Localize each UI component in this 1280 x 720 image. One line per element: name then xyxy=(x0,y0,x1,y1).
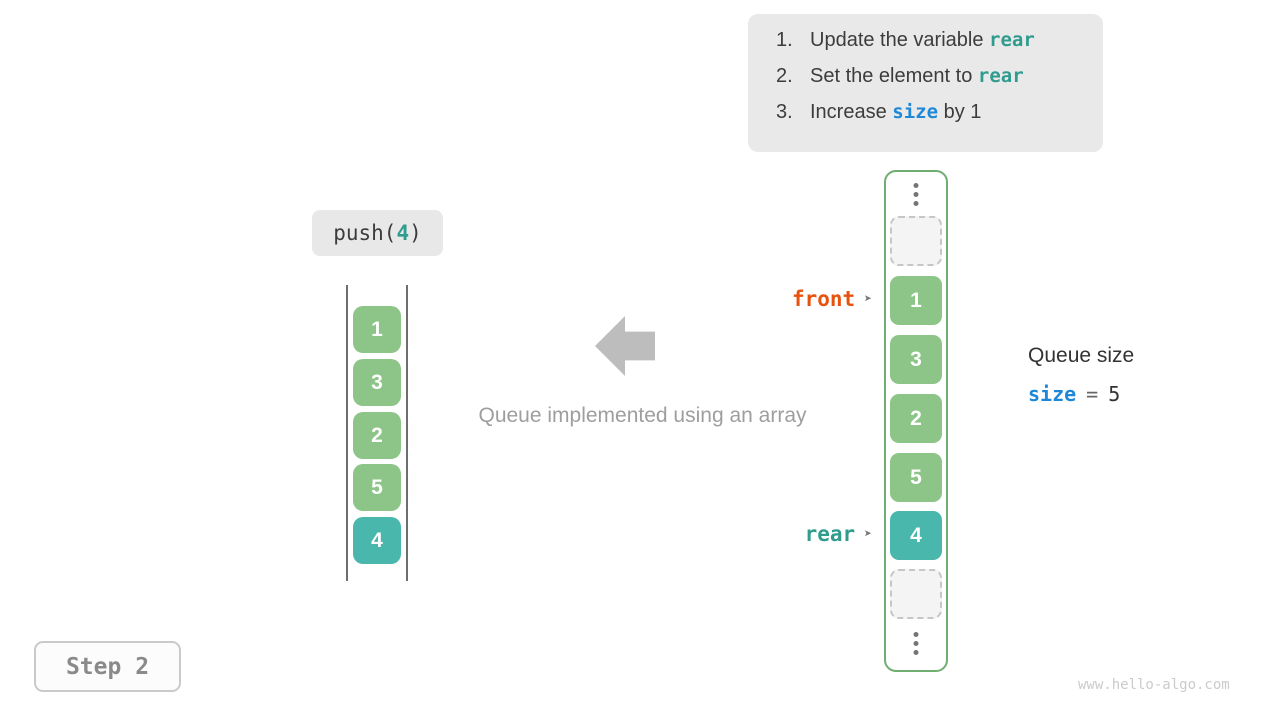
instruction-text: Increase xyxy=(810,101,893,123)
front-pointer-label: front xyxy=(791,287,856,311)
list-number: 3. xyxy=(776,101,793,123)
queue-rail-right xyxy=(406,285,408,581)
pointer-arrow-icon: ➤ xyxy=(864,526,872,542)
size-variable: size xyxy=(1028,382,1077,406)
array-cell: 5 xyxy=(890,453,942,502)
list-number: 1. xyxy=(776,29,793,51)
instruction-text: Set the element to xyxy=(810,65,978,87)
queue-size-title: Queue size xyxy=(1028,344,1135,367)
queue-cell: 5 xyxy=(353,464,401,511)
operation-prefix: push( xyxy=(333,221,397,245)
array-cell-empty xyxy=(890,216,942,266)
equals-sign: = xyxy=(1086,382,1099,406)
instruction-text: by 1 xyxy=(938,101,982,123)
queue-size-block: Queue size size = 5 xyxy=(1028,344,1134,406)
pointer-arrow-icon: ➤ xyxy=(864,291,872,307)
instruction-line: 2. Set the element to rear xyxy=(776,65,1103,101)
step-badge: Step 2 xyxy=(34,641,181,692)
instruction-line: 1. Update the variable rear xyxy=(776,29,1103,65)
queue-cell: 1 xyxy=(353,306,401,353)
rear-pointer: rear ➤ xyxy=(758,522,872,546)
watermark: www.hello-algo.com xyxy=(1078,677,1230,693)
left-arrow-icon xyxy=(595,316,655,376)
queue-cell: 3 xyxy=(353,359,401,406)
instruction-line: 3. Increase size by 1 xyxy=(776,101,1103,137)
size-value: 5 xyxy=(1108,382,1121,406)
array-cell-new: 4 xyxy=(890,511,942,560)
operation-suffix: ) xyxy=(409,221,422,245)
list-number: 2. xyxy=(776,65,793,87)
array-cell-empty xyxy=(890,569,942,619)
code-token-size: size xyxy=(892,101,939,123)
ellipsis-icon xyxy=(913,183,919,206)
queue-rail-left xyxy=(346,285,348,581)
ellipsis-icon xyxy=(913,632,919,655)
front-pointer: front ➤ xyxy=(758,287,872,311)
array-column: 1 3 2 5 4 xyxy=(884,170,948,672)
rear-pointer-label: rear xyxy=(804,522,856,546)
instruction-box: 1. Update the variable rear 2. Set the e… xyxy=(748,14,1103,152)
queue-size-value-line: size = 5 xyxy=(1028,382,1134,406)
queue-cell-new: 4 xyxy=(353,517,401,564)
diagram-caption: Queue implemented using an array xyxy=(478,404,807,427)
code-token-rear: rear xyxy=(977,65,1024,87)
operation-label: push( 4 ) xyxy=(312,210,443,256)
queue-cell: 2 xyxy=(353,412,401,459)
code-token-rear: rear xyxy=(989,29,1035,51)
operation-argument: 4 xyxy=(396,221,410,245)
array-cell: 1 xyxy=(890,276,942,325)
array-cell: 3 xyxy=(890,335,942,384)
array-cell: 2 xyxy=(890,394,942,443)
instruction-text: Update the variable xyxy=(810,29,990,51)
abstract-queue: 1 3 2 5 4 xyxy=(346,285,408,581)
